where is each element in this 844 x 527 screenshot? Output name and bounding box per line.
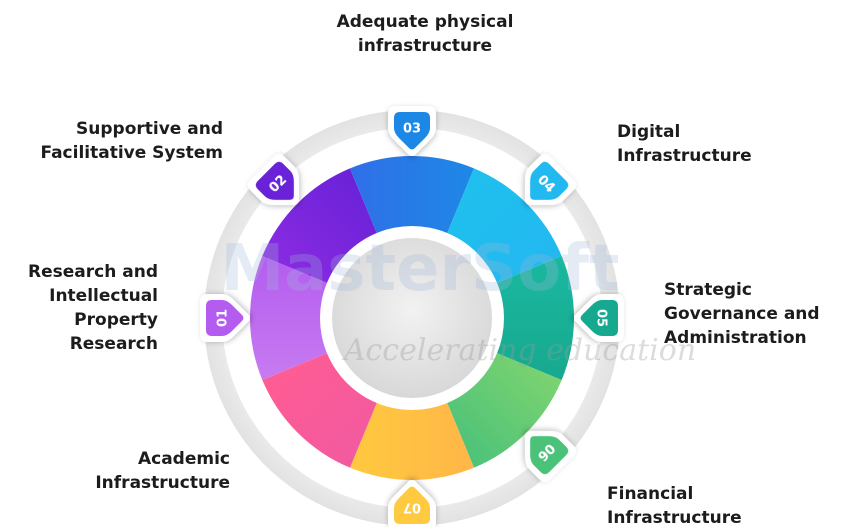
badge-04: 04 <box>525 153 577 205</box>
label-digital-infrastructure: Digital Infrastructure <box>617 122 752 166</box>
label-adequate-physical: Adequate physical infrastructure <box>336 12 514 56</box>
label-research-intellectual-property: Research and Intellectual Property Resea… <box>28 262 158 354</box>
watermark-tagline: Accelerating education <box>341 333 696 368</box>
segment-07 <box>350 399 474 480</box>
badge-05: 05 <box>574 294 624 342</box>
segment-05 <box>493 256 574 380</box>
badge-03: 03 <box>388 106 436 156</box>
segments-layer <box>249 155 574 480</box>
badge-number: 03 <box>403 122 421 137</box>
badge-06: 06 <box>525 431 577 483</box>
label-strategic-governance: Strategic Governance and Administration <box>664 280 820 348</box>
badge-07: 07 <box>388 480 436 527</box>
segment-03 <box>350 155 474 237</box>
watermark-brand: MasterSoft <box>220 232 619 306</box>
badge-02: 02 <box>247 153 299 205</box>
badge-number: 07 <box>403 500 421 515</box>
label-academic-infrastructure: Academic Infrastructure <box>95 449 230 493</box>
badge-number: 01 <box>216 309 231 327</box>
badges-layer: 01 02 03 04 05 06 07 <box>200 106 624 527</box>
segment-01 <box>249 256 331 380</box>
badge-01: 01 <box>200 294 250 342</box>
center-hub <box>332 238 492 398</box>
badge-number: 05 <box>594 309 609 327</box>
label-supportive-facilitative: Supportive and Facilitative System <box>40 119 223 163</box>
label-financial-infrastructure: Financial Infrastructure <box>607 484 742 527</box>
